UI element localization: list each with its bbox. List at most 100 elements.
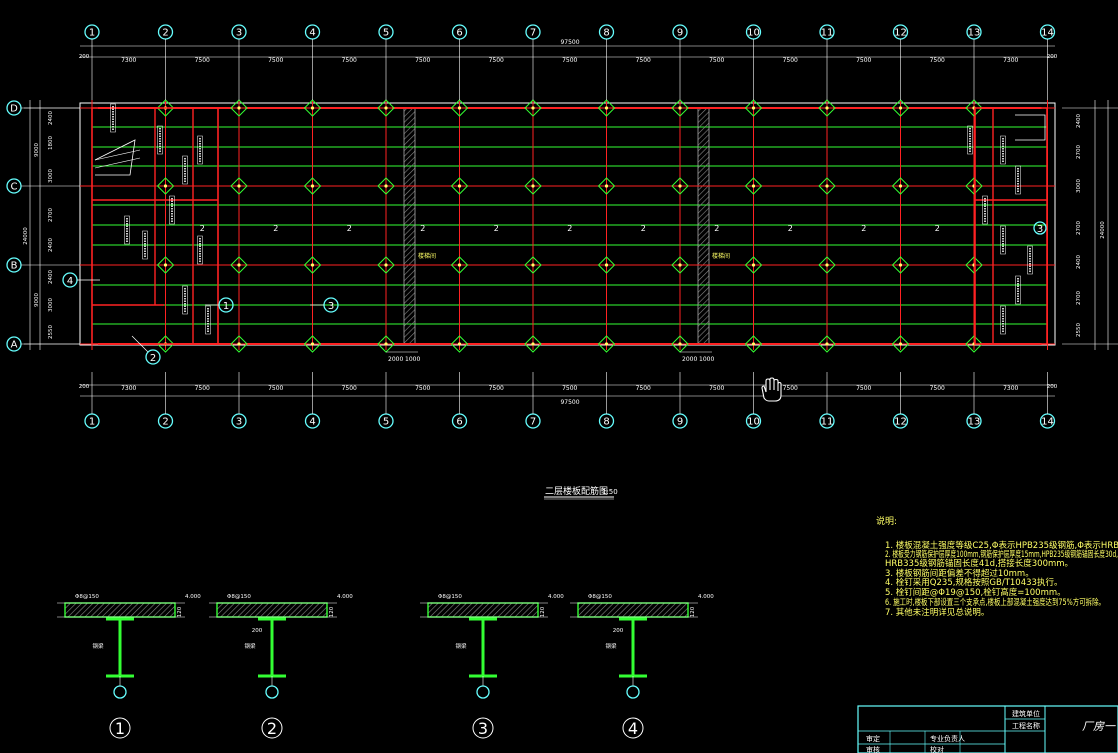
column-diamond — [303, 177, 322, 195]
column-bubble-label: 11 — [821, 417, 834, 428]
column-diamond — [156, 335, 175, 353]
column-diamond — [744, 177, 763, 195]
bottom-span-dim: 7500 — [342, 385, 357, 392]
column-bubble-label: 4 — [309, 417, 315, 428]
column-node — [898, 184, 903, 188]
opening-dim-3: 2000 — [682, 356, 697, 363]
right-dim: 2700 — [1076, 291, 1082, 305]
top-span-dim: 7500 — [489, 57, 504, 64]
column-diamond — [744, 256, 763, 274]
bottom-span-dim: 7300 — [121, 385, 136, 392]
note-5: 4. 栓钉采用Q235,规格按照GB/T10433执行。 — [885, 577, 1062, 588]
opening-dim-4: 1000 — [699, 356, 714, 363]
top-rebar-label: Φ8@150 — [438, 594, 462, 600]
section-number-circle — [472, 717, 494, 739]
tb-check-label: 校对 — [930, 745, 944, 753]
slab-thickness: 120 — [177, 606, 183, 617]
column-node — [531, 342, 535, 346]
general-notes: 说明: 1. 楼板混凝土强度等级C25,Φ表示HPB235级钢筋,Φ表示HRB3… — [876, 515, 1118, 618]
section-number: 4 — [628, 719, 638, 738]
column-node — [604, 106, 609, 110]
left-end-bay-detail — [91, 107, 219, 345]
bottom-span-dim: 7500 — [489, 385, 504, 392]
column-diamond — [965, 177, 983, 195]
rebar-tag — [197, 135, 203, 165]
column-bubble-label: 1 — [89, 28, 95, 39]
column-diamond — [671, 99, 689, 117]
column-node — [457, 263, 462, 267]
column-bubble-label: 10 — [747, 28, 760, 39]
column-diamond — [230, 99, 248, 117]
column-diamond — [818, 256, 836, 274]
beam-label: 钢梁 — [455, 642, 467, 650]
column-bubble-label: 5 — [383, 417, 389, 428]
column-diamond — [965, 99, 983, 117]
note-3: HRB335级钢筋锚固长度41d,搭接长度300mm。 — [885, 558, 1073, 569]
stair-opening-hatch — [403, 107, 710, 345]
elev-label: 4.000 — [185, 594, 201, 600]
column-diamond — [671, 256, 689, 274]
tb-review-label: 审核 — [866, 745, 880, 753]
top-span-dim: 7300 — [121, 57, 136, 64]
column-diamond — [597, 99, 616, 117]
column-bubble-label: 13 — [968, 417, 981, 428]
top-span-dim: 7500 — [342, 57, 357, 64]
edge-offset-dim: 200 — [1047, 384, 1058, 390]
callout-1: 1 — [223, 301, 229, 312]
column-diamond — [891, 99, 910, 117]
column-bubble-label: 7 — [530, 28, 536, 39]
right-dim: 2550 — [1076, 323, 1082, 337]
section-number-circle — [109, 717, 131, 739]
top-span-dim: 7500 — [195, 57, 210, 64]
plan-scale: 1:50 — [602, 488, 618, 496]
section-axis-bubble — [476, 685, 490, 699]
column-node — [678, 263, 682, 267]
column-bubble-label: 11 — [821, 28, 834, 39]
bottom-span-dim: 7500 — [195, 385, 210, 392]
column-bubble-label: 1 — [89, 417, 95, 428]
elev-label: 4.000 — [337, 594, 353, 600]
left-dim: 2400 — [48, 111, 54, 125]
rebar-tag — [1000, 135, 1006, 165]
rebar-tag — [1015, 275, 1021, 305]
right-dim: 2400 — [1076, 255, 1082, 269]
bottom-span-dim: 7500 — [856, 385, 871, 392]
column-bubble-label: 8 — [603, 28, 609, 39]
beam-label: 钢梁 — [605, 642, 617, 650]
column-bubble-label: 9 — [677, 417, 683, 428]
column-node — [678, 106, 682, 110]
slab-section — [427, 602, 539, 618]
slab-mark: 2 — [641, 224, 646, 233]
note-8: 7. 其他未注明详见总说明。 — [885, 607, 989, 618]
column-node — [531, 106, 535, 110]
column-diamond — [671, 177, 689, 195]
column-node — [751, 184, 756, 188]
column-node — [604, 184, 609, 188]
column-diamond — [597, 256, 616, 274]
note-6: 5. 栓钉间距@Φ19@150,栓钉高度=100mm。 — [885, 587, 1066, 598]
column-diamond — [891, 256, 910, 274]
column-bubble-label: 6 — [456, 417, 462, 428]
top-span-dim: 7300 — [1003, 57, 1018, 64]
column-diamond — [156, 256, 175, 274]
note-4: 3. 楼板钢筋间距偏差不得超过10mm。 — [885, 568, 1034, 579]
column-diamond — [818, 335, 836, 353]
grid-axis-bubbles: 11223344556677889910101111121213131414DC… — [6, 24, 1056, 429]
rebar-tag — [124, 215, 130, 245]
column-node — [825, 263, 829, 267]
notes-heading: 说明: — [876, 515, 897, 527]
elev-label: 4.000 — [698, 594, 714, 600]
right-dim: 2700 — [1076, 221, 1082, 235]
slab-mark: 2 — [420, 224, 425, 233]
column-diamond — [524, 99, 542, 117]
rebar-tag — [1000, 305, 1006, 335]
column-bubble-label: 14 — [1041, 28, 1054, 39]
column-node — [237, 184, 241, 188]
right-end-bay-detail — [974, 107, 1048, 345]
column-node — [384, 263, 388, 267]
bottom-span-dim: 7500 — [415, 385, 430, 392]
